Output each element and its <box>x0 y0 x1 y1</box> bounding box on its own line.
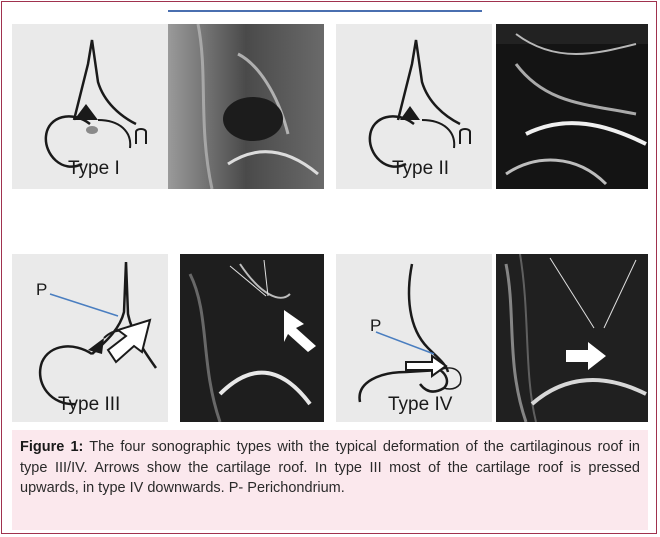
type-iv-ultrasound-image <box>496 254 648 422</box>
type-i-ultrasound-image <box>168 24 324 189</box>
type-i-sketch: Type I <box>12 24 168 189</box>
top-rule <box>168 10 482 12</box>
type-ii-sketch: Type II <box>336 24 492 189</box>
type-iv-perichondrium-label: P <box>370 316 381 336</box>
type-ii-ultrasound-image <box>496 24 648 189</box>
type-iii-label: Type III <box>58 394 120 416</box>
type-i-label: Type I <box>68 158 120 180</box>
type-iii-ultrasound-image <box>180 254 324 422</box>
type-i-ultrasound <box>168 24 324 189</box>
type-ii-label: Type II <box>392 158 449 180</box>
type-iv-label: Type IV <box>388 394 452 416</box>
figure-label: Figure 1: <box>20 439 83 455</box>
figure-caption: Figure 1: The four sonographic types wit… <box>12 430 648 530</box>
type-iv-sketch: P Type IV <box>336 254 492 422</box>
figure-caption-text: The four sonographic types with the typi… <box>20 439 640 496</box>
type-iv-ultrasound <box>496 254 648 422</box>
type-ii-ultrasound <box>496 24 648 189</box>
type-iii-perichondrium-label: P <box>36 280 47 300</box>
type-iii-ultrasound <box>180 254 324 422</box>
type-iii-sketch: P Type III <box>12 254 168 422</box>
